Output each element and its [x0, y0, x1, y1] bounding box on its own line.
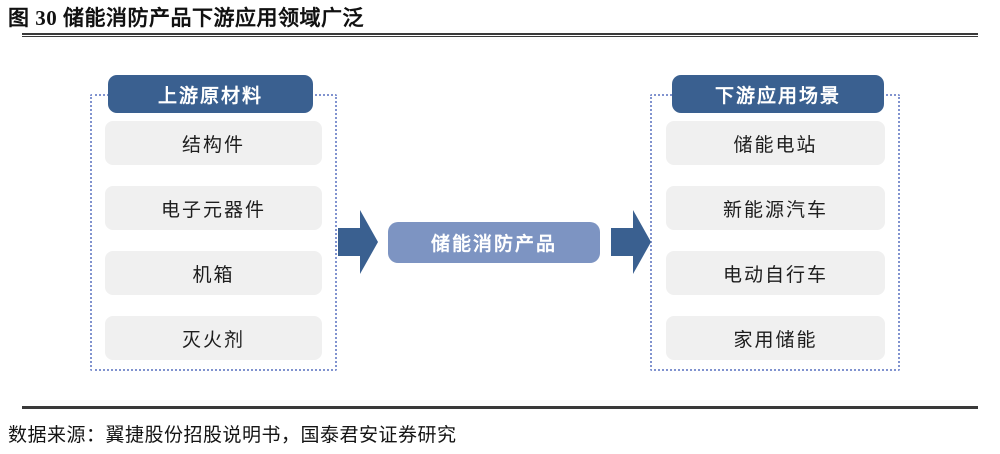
- list-item: 家用储能: [666, 316, 885, 360]
- source-note: 数据来源：翼捷股份招股说明书，国泰君安证券研究: [8, 425, 457, 446]
- upstream-item-list: 结构件 电子元器件 机箱 灭火剂: [105, 121, 322, 360]
- figure-title: 图 30 储能消防产品下游应用领域广泛: [8, 6, 364, 30]
- list-item: 新能源汽车: [666, 186, 885, 230]
- list-item: 电子元器件: [105, 186, 322, 230]
- value-chain-diagram: 上游原材料 结构件 电子元器件 机箱 灭火剂 储能消防产品 下游应用场景 储能电…: [0, 45, 1000, 400]
- upstream-group-header: 上游原材料: [108, 75, 313, 113]
- list-item: 结构件: [105, 121, 322, 165]
- downstream-item-list: 储能电站 新能源汽车 电动自行车 家用储能: [666, 121, 885, 360]
- downstream-group-header: 下游应用场景: [672, 75, 884, 113]
- list-item: 灭火剂: [105, 316, 322, 360]
- title-divider: [22, 33, 978, 37]
- arrow-right-icon: [611, 206, 651, 278]
- footer-divider: [22, 406, 978, 409]
- center-product-box: 储能消防产品: [388, 222, 600, 263]
- list-item: 机箱: [105, 251, 322, 295]
- arrow-right-icon: [338, 206, 378, 278]
- list-item: 电动自行车: [666, 251, 885, 295]
- list-item: 储能电站: [666, 121, 885, 165]
